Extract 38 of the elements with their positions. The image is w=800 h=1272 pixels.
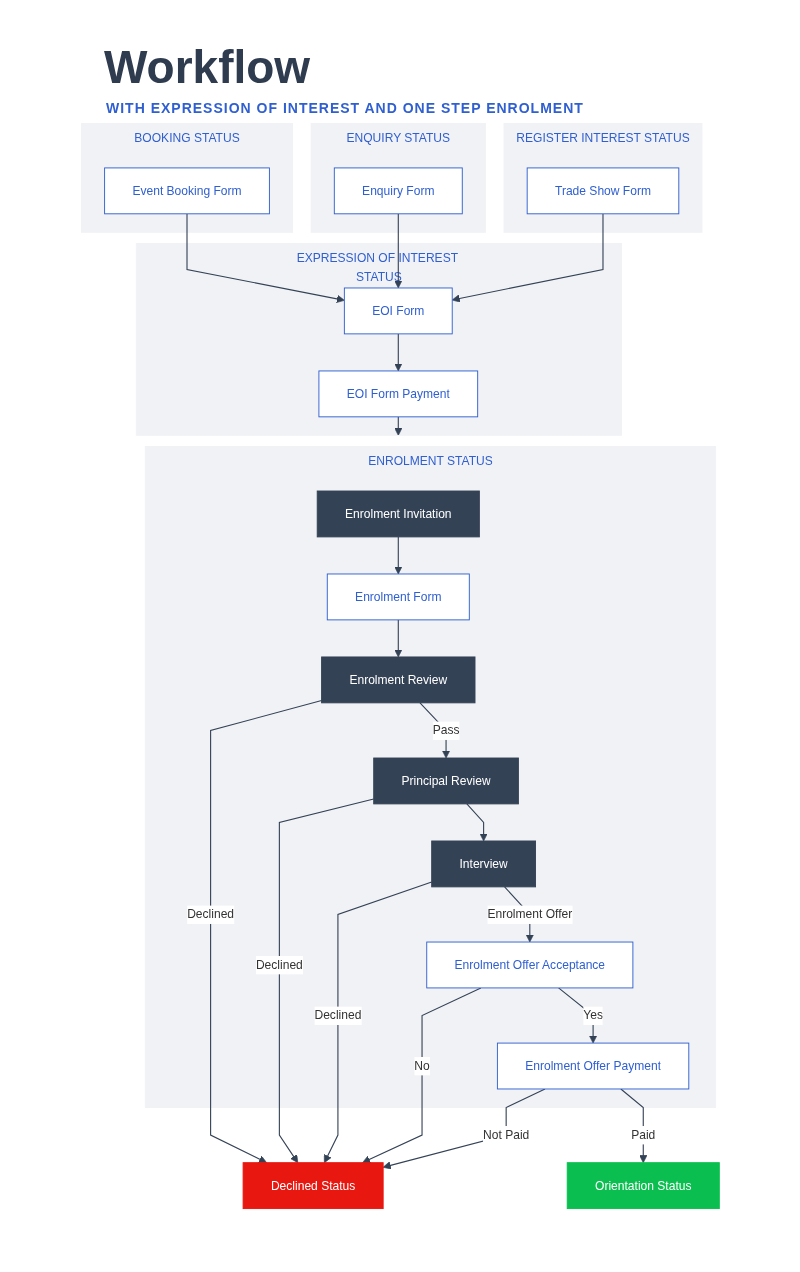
node-box: Enrolment Offer Payment xyxy=(496,1042,689,1090)
arrow xyxy=(361,987,482,1164)
edge-label: Enrolment Offer xyxy=(487,907,572,922)
node-box: Orientation Status xyxy=(566,1162,720,1210)
arrow xyxy=(393,333,402,372)
arrow xyxy=(393,213,402,289)
arrow xyxy=(393,536,402,575)
arrow xyxy=(323,881,432,1164)
arrow xyxy=(278,798,374,1164)
node-box: Declined Status xyxy=(242,1162,384,1210)
edge-label: Declined xyxy=(186,907,234,922)
arrow xyxy=(186,213,345,303)
arrow xyxy=(393,619,402,658)
arrow xyxy=(382,1088,546,1170)
arrow xyxy=(209,700,322,1164)
edge-label: Declined xyxy=(255,957,303,972)
arrow xyxy=(465,803,488,842)
node-box: EOI Form Payment xyxy=(318,370,478,418)
node-box: Event Booking Form xyxy=(103,167,270,215)
node-box: Enrolment Review xyxy=(320,656,476,704)
node-box: Interview xyxy=(430,840,536,888)
arrow xyxy=(393,416,402,436)
node-box: Enquiry Form xyxy=(333,167,463,215)
subtitle: WITH EXPRESSION OF INTEREST AND ONE STEP ENROLMENT xyxy=(106,100,585,116)
edge-label: Pass xyxy=(432,723,460,738)
edge-label: Yes xyxy=(582,1008,603,1023)
node-box: EOI Form xyxy=(343,287,453,335)
node-box: Trade Show Form xyxy=(526,167,679,215)
arrow xyxy=(451,213,604,303)
node-box: Principal Review xyxy=(372,757,519,805)
node-box: Enrolment Invitation xyxy=(316,490,480,538)
title: Workflow xyxy=(104,40,312,94)
node-box: Enrolment Offer Acceptance xyxy=(425,941,633,989)
edge-label: No xyxy=(413,1058,430,1073)
edge-label: Paid xyxy=(630,1127,655,1142)
edge-label: Not Paid xyxy=(482,1127,529,1142)
edge-label: Declined xyxy=(314,1008,361,1023)
node-box: Enrolment Form xyxy=(326,573,470,621)
